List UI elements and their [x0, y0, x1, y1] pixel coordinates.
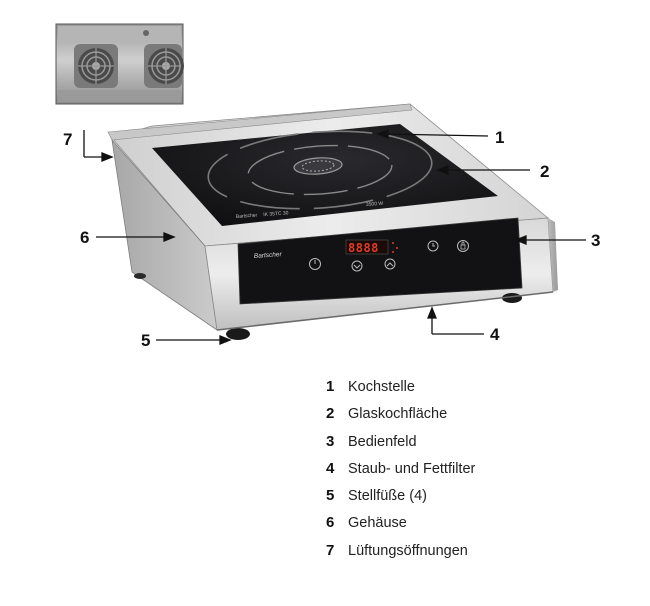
legend-item: 4 Staub- und Fettfilter	[326, 460, 475, 487]
display-digits: 8888	[348, 241, 379, 255]
legend-item: 5 Stellfüße (4)	[326, 487, 475, 514]
callout-number-7: 7	[63, 130, 73, 149]
foot	[226, 328, 250, 340]
legend-label: Kochstelle	[348, 379, 415, 395]
legend-item: 6 Gehäuse	[326, 514, 475, 541]
legend-label: Staub- und Fettfilter	[348, 460, 476, 477]
callout-number-5: 5	[141, 331, 151, 350]
glass-power-label: 3500 W	[366, 201, 384, 208]
plus-icon[interactable]	[384, 258, 396, 270]
lock-icon[interactable]	[457, 240, 469, 252]
fan-icon	[144, 44, 184, 88]
legend-label: Gehäuse	[348, 515, 407, 532]
cooking-zone-inner-ring	[247, 144, 393, 196]
legend-number: 4	[326, 459, 335, 477]
legend-number: 3	[326, 432, 335, 450]
timer-icon[interactable]	[427, 240, 439, 252]
callout-number-6: 6	[80, 228, 90, 247]
legend-number: 6	[326, 514, 335, 532]
legend-item: 1 Kochstelle	[326, 378, 475, 405]
legend-item: 2 Glaskochfläche	[326, 405, 475, 432]
legend-number: 1	[326, 378, 335, 395]
legend-number: 7	[326, 541, 335, 559]
panel-brand-logo: Bartscher	[254, 251, 283, 260]
minus-icon[interactable]	[351, 260, 363, 272]
digital-display	[345, 239, 389, 255]
fan-icon	[74, 44, 118, 88]
cooking-zone-outer-ring	[207, 130, 433, 210]
callout-arrows	[83, 129, 586, 345]
inset-ventilation-photo	[55, 23, 184, 105]
legend-label: Stellfüße (4)	[348, 488, 427, 505]
callout-number-2: 2	[540, 162, 550, 181]
foot	[134, 273, 146, 279]
callout-number-1: 1	[495, 128, 505, 147]
callout-number-3: 3	[591, 231, 601, 250]
legend-number: 5	[326, 487, 335, 505]
legend-label: Glaskochfläche	[348, 406, 448, 423]
legend-number: 2	[326, 405, 335, 423]
legend-label: Bedienfeld	[348, 433, 417, 450]
legend-label: Lüftungsöffnungen	[348, 542, 468, 559]
legend-item: 3 Bedienfeld	[326, 433, 475, 460]
callout-number-4: 4	[490, 325, 500, 344]
legend-item: 7 Lüftungsöffnungen	[326, 542, 475, 569]
power-icon[interactable]	[309, 258, 321, 270]
control-panel: Bartscher 8888	[237, 217, 523, 305]
